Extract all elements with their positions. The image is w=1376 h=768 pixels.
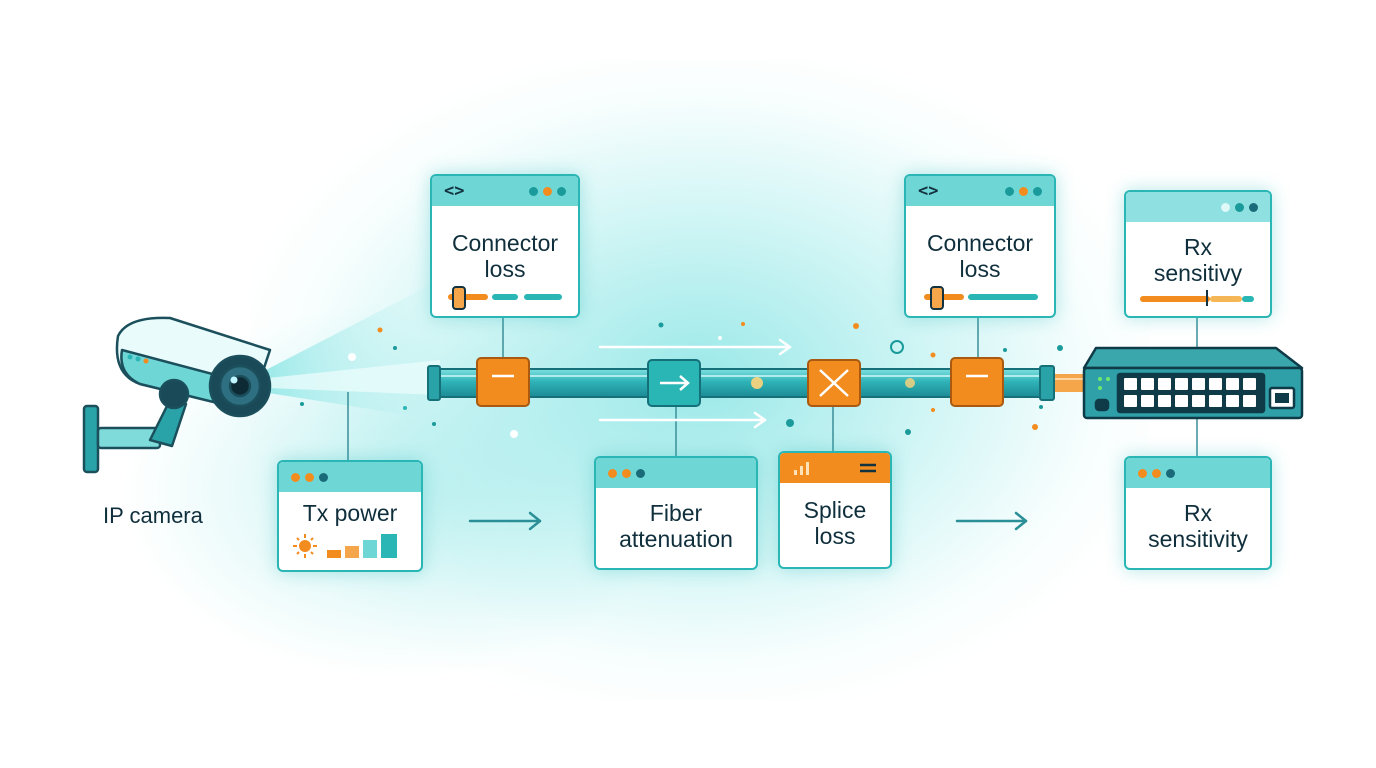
signal-bars-icon [794, 462, 809, 475]
card-label-line: sensitivity [1148, 526, 1248, 552]
connector-2 [950, 357, 1004, 407]
light-beam [262, 280, 440, 420]
card-label: Tx power [302, 500, 398, 526]
code-icon: <> [444, 181, 465, 201]
arrow-right-icon [955, 511, 1028, 531]
code-icon: <> [918, 181, 939, 201]
card-label-line: loss [959, 256, 1001, 282]
card-label-line: Connector [926, 230, 1034, 256]
signal-bars-icon [293, 534, 397, 558]
arrow-right-icon [468, 511, 542, 531]
card-label: Connector loss [906, 230, 1054, 282]
camera-label: IP camera [103, 503, 203, 528]
card-rx-sensitivity-top: Rx sensitivy [1124, 190, 1272, 318]
card-titlebar [596, 458, 756, 488]
splice-block [807, 359, 861, 407]
card-titlebar: <> [432, 176, 578, 206]
card-label-line: loss [814, 523, 856, 549]
card-tx-power: Tx power [277, 460, 423, 572]
slider-handle [930, 286, 944, 310]
switch-ports [1124, 378, 1256, 407]
card-label-line: Splice [803, 497, 867, 523]
card-label: Splice loss [780, 497, 890, 549]
card-label: Fiber attenuation [596, 500, 756, 552]
card-titlebar [1126, 192, 1270, 222]
card-label: Rx sensitivity [1126, 500, 1270, 552]
sun-icon [293, 534, 317, 558]
particles [300, 322, 1063, 438]
card-label: Rx sensitivy [1126, 234, 1270, 286]
card-titlebar: <> [906, 176, 1054, 206]
window-dots [1005, 186, 1042, 196]
slider-handle [452, 286, 466, 310]
flow-arrows [598, 338, 792, 429]
card-label: Connector loss [432, 230, 578, 282]
card-label-line: attenuation [619, 526, 733, 552]
window-dots [529, 186, 566, 196]
fiber-cable [427, 365, 1084, 401]
window-dots [1221, 202, 1258, 212]
connector-1 [476, 357, 530, 407]
card-splice-loss: Splice loss [778, 451, 892, 569]
card-label-line: Rx [1183, 500, 1213, 526]
card-fiber-attenuation: Fiber attenuation [594, 456, 758, 570]
card-connector-loss-1: <> Connector loss [430, 174, 580, 318]
card-label-line: loss [484, 256, 526, 282]
card-connector-loss-2: <> Connector loss [904, 174, 1056, 318]
card-label-line: Rx [1183, 234, 1213, 260]
card-label-line: sensitivy [1153, 260, 1243, 286]
window-dots [608, 468, 645, 478]
window-dots [1138, 468, 1175, 478]
card-label-line: Connector [451, 230, 559, 256]
card-rx-sensitivity-bottom: Rx sensitivity [1124, 456, 1272, 570]
card-label-line: Fiber [649, 500, 703, 526]
card-titlebar [1126, 458, 1270, 488]
inline-arrow-block [647, 359, 701, 407]
card-titlebar [279, 462, 421, 492]
light-beam-inner [268, 360, 440, 395]
card-titlebar [780, 453, 890, 483]
hamburger-icon [860, 463, 876, 473]
camera-icon [82, 316, 272, 474]
connector-lines [347, 316, 1198, 460]
window-dots [291, 472, 328, 482]
